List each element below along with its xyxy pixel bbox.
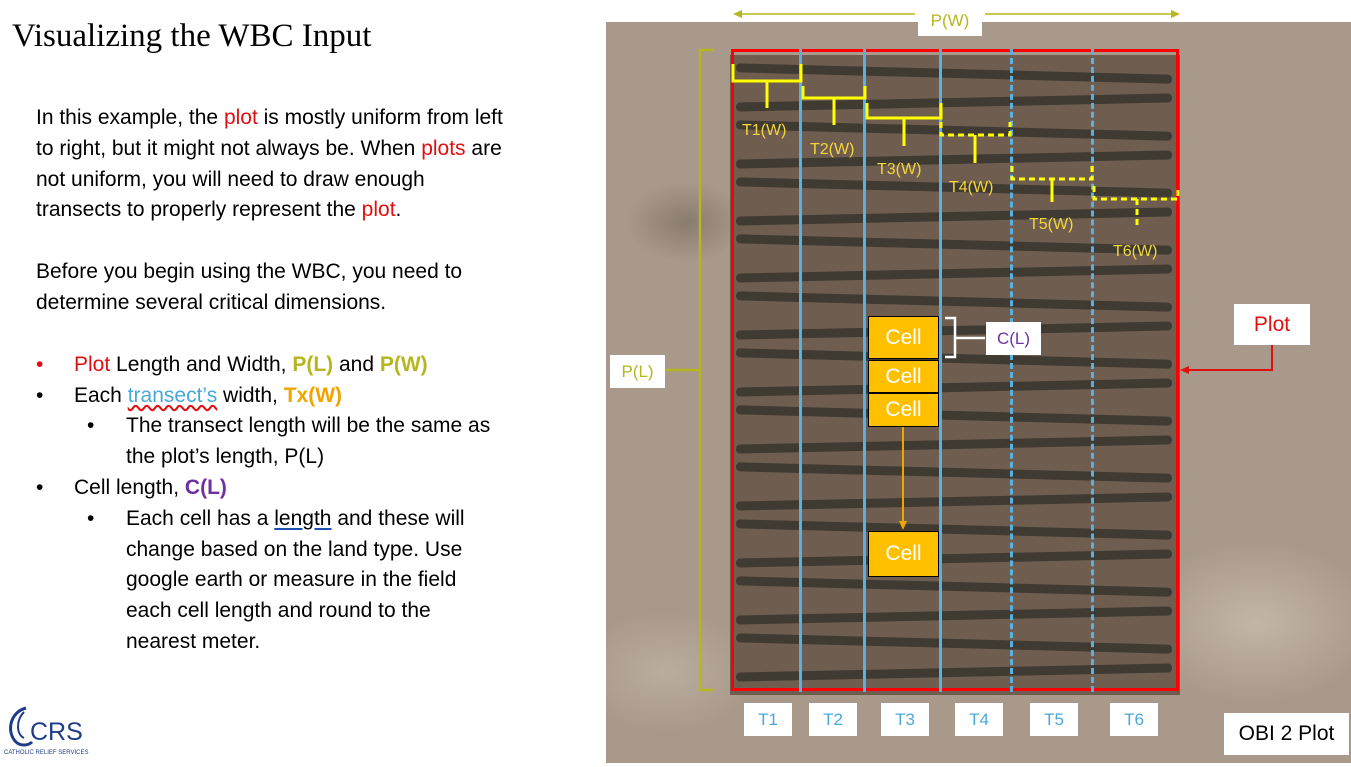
intro-paragraph: In this example, the plot is mostly unif… [36,103,506,226]
plot-caption: OBI 2 Plot [1224,713,1349,755]
slide-body: In this example, the plot is mostly unif… [36,103,506,658]
cl-bracket [945,316,985,359]
dimensions-paragraph: Before you begin using the WBC, you need… [36,260,463,314]
transect-label-1: T1 [744,703,792,736]
list-item-plot-dimensions: • Plot Length and Width, P(L) and P(W) [36,350,506,381]
transect-label-3: T3 [881,703,929,736]
list-text: Each cell has a [126,506,275,530]
transect-width-label-4: T4(W) [949,179,994,196]
list-text: and [333,352,380,376]
cell-box-4: Cell [868,531,939,577]
slide-title: Visualizing the WBC Input [12,18,372,54]
transect-line-2 [863,49,866,692]
cell-box-2: Cell [868,360,939,393]
transect-width-label-6: T6(W) [1113,243,1158,260]
plot-word: Plot [74,352,111,376]
transect-width-label-1: T1(W) [742,122,787,139]
pl-term: P(L) [292,352,334,376]
bullet: • [36,475,44,499]
cultivated-field [730,55,1180,695]
pl-bracket [665,48,714,692]
cell-box-3: Cell [868,393,939,427]
transect-label-4: T4 [955,703,1003,736]
bullet: • [36,383,44,407]
transect-label-6: T6 [1110,703,1158,736]
bullet: • [36,352,44,376]
list-subitem-cell-length-detail: • Each cell has a length and these will c… [36,504,506,658]
pw-term: P(W) [379,352,428,376]
intro-text-1: In this example, the [36,106,224,129]
dimension-list: • Plot Length and Width, P(L) and P(W) • E… [36,350,506,658]
cell-box-1: Cell [868,316,939,359]
intro-text-2: is mostly uniform from left to right, bu… [36,106,503,160]
list-subitem-transect-length: • The transect length will be the same as… [36,411,506,473]
pw-arrow [733,10,1180,18]
logo-letters: CRS [30,718,83,746]
transect-width-brackets [731,64,1180,229]
list-text: The transect length will be the same as … [126,414,491,469]
plot-boundary [731,49,1179,691]
transect-width-label-2: T2(W) [810,141,855,158]
list-text: Each [74,383,128,407]
transect-line-5 [1091,49,1094,692]
pw-label: P(W) [918,6,982,36]
list-text: and these will change based on the land … [126,506,465,653]
transect-width-label-5: T5(W) [1029,216,1074,233]
transect-label-2: T2 [809,703,857,736]
plot-word-3: plot [361,198,396,222]
list-text: width, [217,383,284,407]
transect-line-4 [1010,49,1013,692]
logo-tagline: CATHOLIC RELIEF SERVICES [4,750,88,756]
length-word: length [274,506,332,530]
transect-label-5: T5 [1030,703,1078,736]
crs-logo-mark: CRS CATHOLIC RELIEF SERVICES [4,706,88,756]
list-item-cell-length: • Cell length, C(L) [36,473,506,504]
bullet: • [87,506,95,530]
list-item-transect-width: • Each transect’s width, Tx(W) [36,381,506,412]
plot-pointer [1180,345,1273,374]
transect-line-3 [939,49,942,692]
list-text: Length and Width, [110,352,293,376]
transect-line-1 [799,49,802,692]
plot-word-1: plot [223,106,258,129]
pl-label: P(L) [610,355,665,388]
plot-word-2: plots [421,136,466,160]
intro-text-3: are not uniform, you will need to draw e… [36,136,502,222]
tx-term: Tx(W) [283,383,343,407]
intro-text-4: . [395,198,402,222]
plot-label: Plot [1234,304,1310,345]
cl-term: C(L) [184,475,227,499]
crs-logo: CRS CATHOLIC RELIEF SERVICES [4,702,94,760]
transect-width-label-3: T3(W) [877,161,922,178]
list-text: Cell length, [74,475,185,499]
cell-arrow [899,427,907,530]
bullet: • [87,414,95,438]
transect-link[interactable]: transect’s [127,383,218,407]
cl-label: C(L) [986,322,1041,355]
